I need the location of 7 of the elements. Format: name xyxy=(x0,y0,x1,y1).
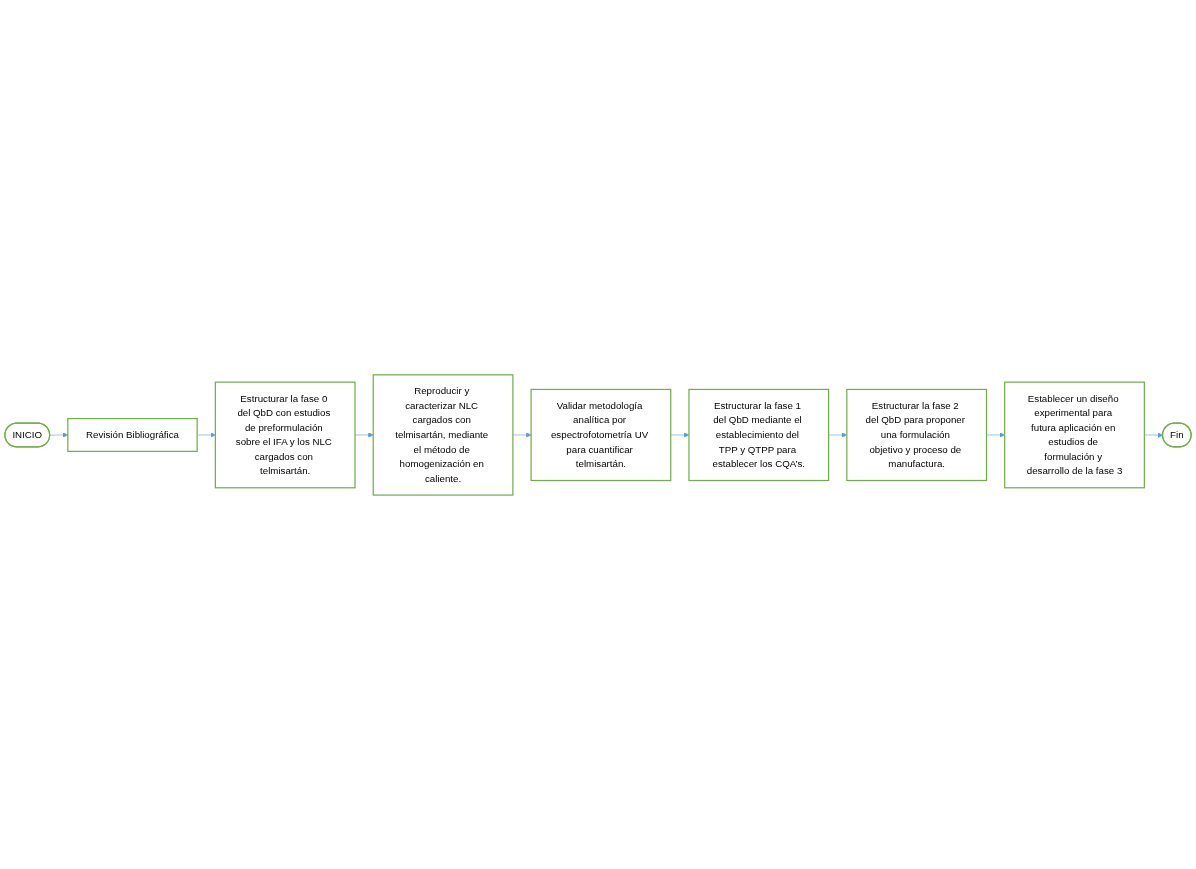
node-box: Estructurar la fase 0 del QbD con estudios de preformulación sobre el IFA y los NLC cargados con telmisartán. xyxy=(214,381,356,488)
node-box: Reproducir y caracterizar NLC cargados con telmisartán, mediante el método de homogenización en caliente. xyxy=(372,373,514,496)
node-box: Establecer un diseño experimental para futura aplicación en estudios de formulación y desarrollo de la fase 3 xyxy=(1004,381,1145,488)
node-box: Revisión Bibliográfica xyxy=(67,417,198,452)
node-box: Validar metodología analítica por espectrofotometría UV para cuantificar telmisartán. xyxy=(530,388,672,481)
node-box: Estructurar la fase 1 del QbD mediante el establecimiento del TPP y QTPP para establecer los CQA’s. xyxy=(688,388,830,481)
node-box: Estructurar la fase 2 del QbD para proponer una formulación objetivo y proceso de manufactura. xyxy=(846,388,988,481)
